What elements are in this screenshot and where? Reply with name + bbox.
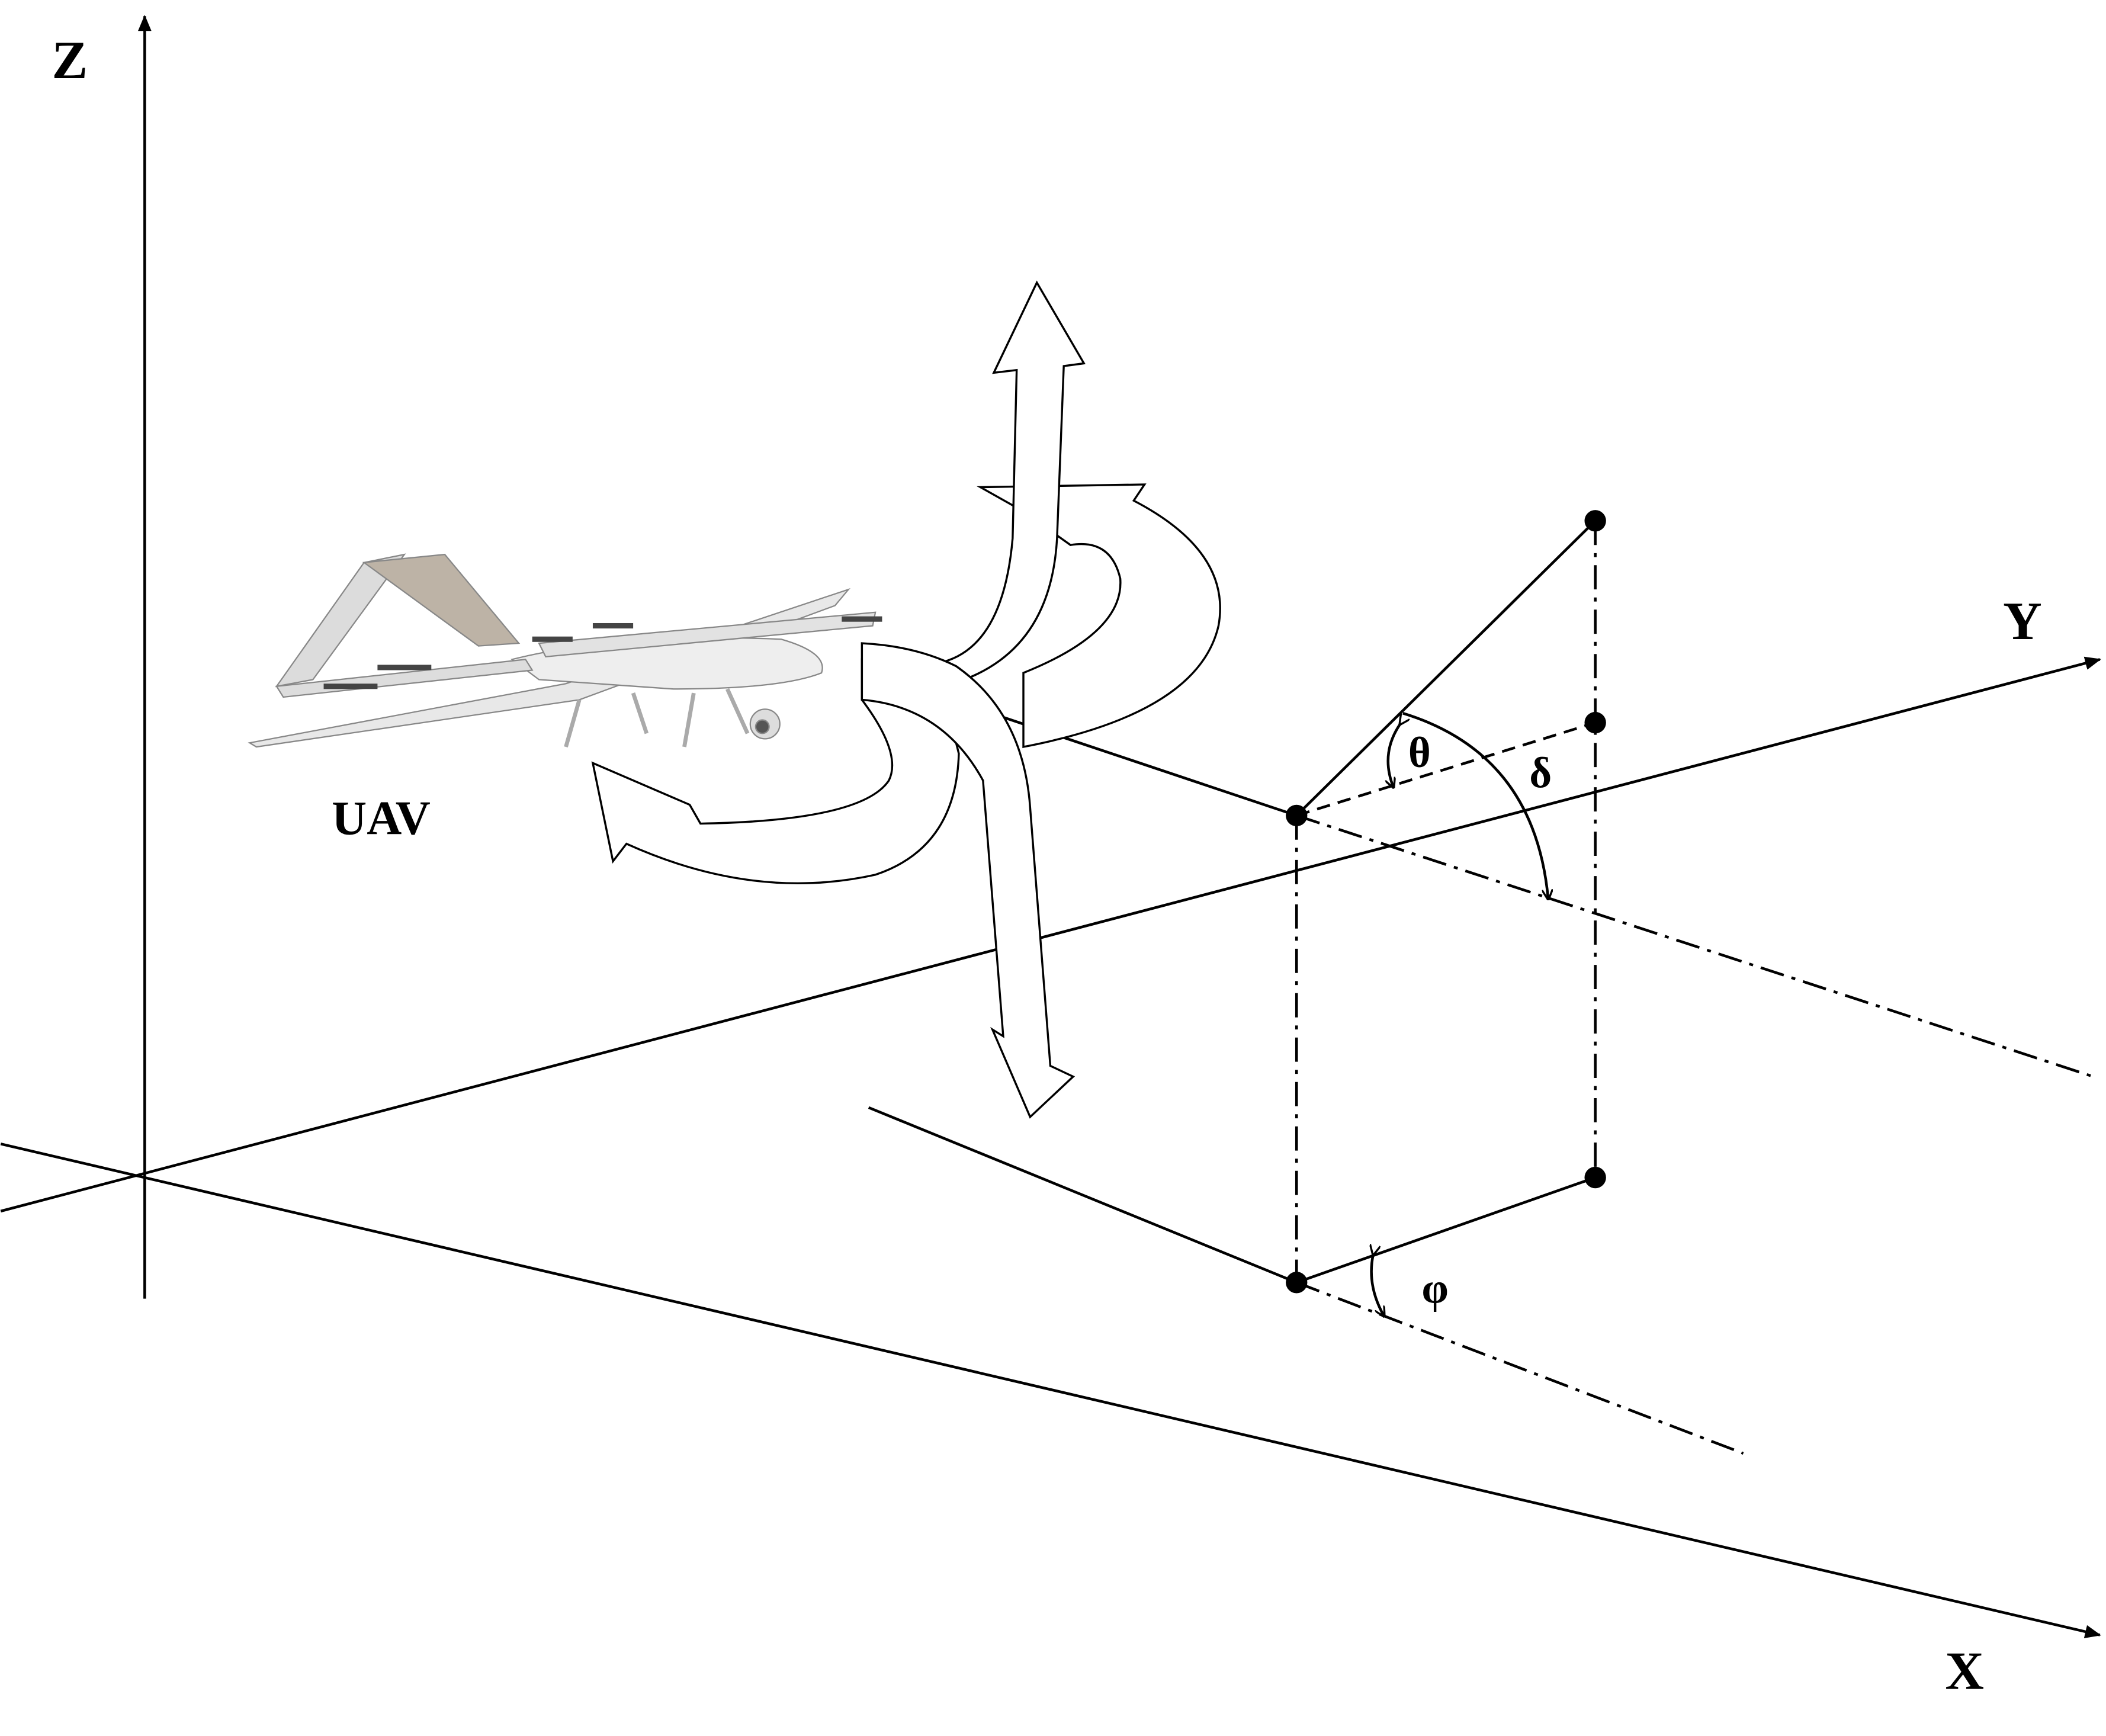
x-axis-label: X: [1945, 1641, 1984, 1700]
z-axis-label: Z: [52, 30, 88, 90]
y-axis: [0, 656, 2101, 1213]
down-arrow: [861, 642, 1076, 1119]
y-axis-label: Y: [2003, 591, 2042, 651]
delta-arc: [1402, 712, 1548, 899]
points: [1286, 510, 1606, 1294]
delta-label: δ: [1529, 749, 1552, 797]
phi-label: φ: [1422, 1264, 1449, 1312]
roll-arrow: [591, 658, 960, 884]
x-axis: [0, 1143, 2101, 1638]
yaw-arrow: [976, 483, 1221, 749]
theta-arc: [1388, 724, 1400, 787]
uav-image: [248, 553, 882, 748]
up-arrow: [941, 280, 1086, 688]
theta-label: θ: [1408, 729, 1431, 776]
uav-label: UAV: [332, 791, 431, 845]
motion-arrows: [591, 280, 1221, 1119]
phi-arc: [1372, 1254, 1384, 1317]
